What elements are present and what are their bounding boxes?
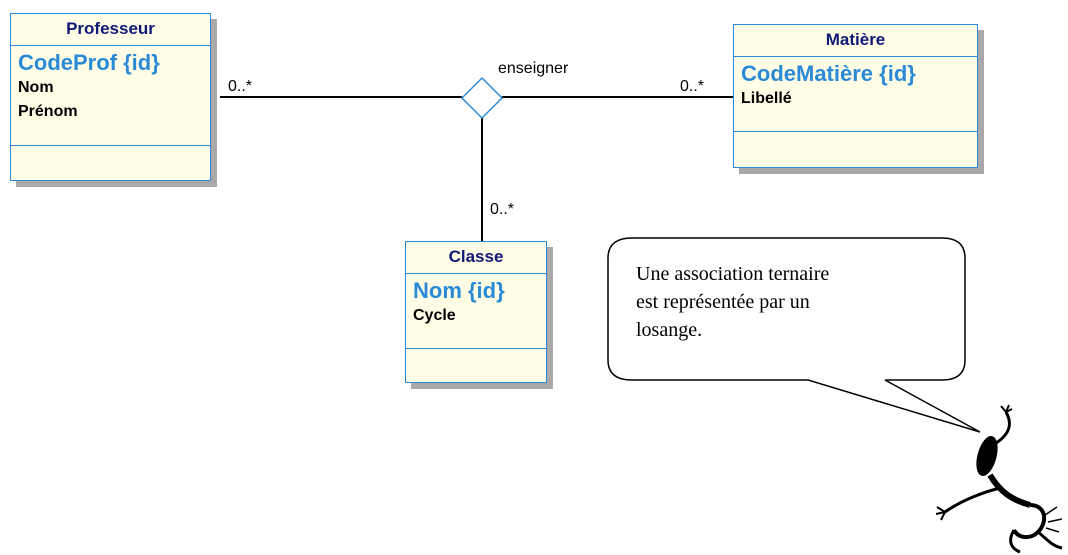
speech-bubble — [607, 237, 981, 433]
callout-line: est représentée par un — [636, 291, 810, 313]
identifier-attribute: CodeMatière {id} — [741, 61, 916, 86]
attribute-list: CodeProf {id} Nom Prénom — [11, 46, 210, 146]
entity-title: Classe — [406, 242, 546, 274]
entity-professeur: Professeur CodeProf {id} Nom Prénom — [10, 13, 211, 181]
attribute: Cycle — [413, 307, 456, 324]
entity-classe: Classe Nom {id} Cycle — [405, 241, 547, 383]
association-name: enseigner — [498, 60, 569, 77]
attribute-list: Nom {id} Cycle — [406, 274, 546, 349]
identifier-attribute: CodeProf {id} — [18, 50, 160, 75]
entity-matiere: Matière CodeMatière {id} Libellé — [733, 24, 978, 168]
attribute: Nom — [18, 79, 54, 96]
multiplicity-matiere: 0..* — [680, 78, 705, 95]
entity-title: Matière — [734, 25, 977, 57]
character-figure — [935, 404, 1063, 554]
attribute: Prénom — [18, 103, 78, 120]
callout-line: Une association ternaire — [636, 263, 830, 285]
attribute-list: CodeMatière {id} Libellé — [734, 57, 977, 132]
identifier-attribute: Nom {id} — [413, 278, 505, 303]
multiplicity-professeur: 0..* — [228, 78, 253, 95]
attribute: Libellé — [741, 90, 792, 107]
association-diamond — [460, 76, 504, 120]
multiplicity-classe: 0..* — [490, 201, 515, 218]
entity-title: Professeur — [11, 14, 210, 46]
callout-text: Une association ternaire est représentée… — [636, 260, 936, 344]
callout-line: losange. — [636, 319, 703, 341]
